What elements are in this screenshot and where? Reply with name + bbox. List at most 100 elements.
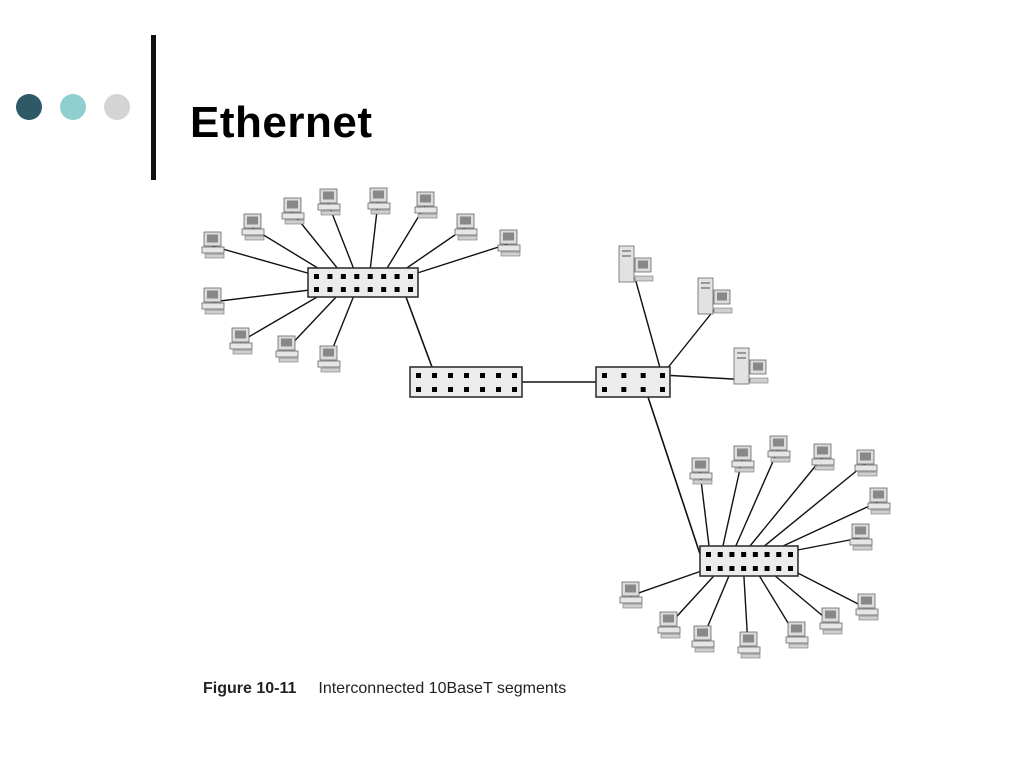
hub-port <box>717 566 723 571</box>
workstation-icon <box>201 287 225 315</box>
hub-port <box>381 287 387 292</box>
hub-port <box>776 566 782 571</box>
workstation-icon <box>854 449 878 477</box>
hub-port <box>512 387 517 392</box>
device-link <box>239 288 332 343</box>
hub-port <box>496 373 501 378</box>
hub-right <box>595 366 671 398</box>
hub-port <box>496 387 501 392</box>
hub-port <box>788 566 793 571</box>
hub-port <box>741 566 747 571</box>
hub-port <box>706 552 711 557</box>
device-link <box>661 309 715 376</box>
hub-port <box>448 373 453 378</box>
hub-port <box>788 552 793 557</box>
workstation-icon <box>811 443 835 471</box>
hub-port <box>640 387 646 392</box>
hub-port <box>621 387 627 392</box>
figure-caption: Figure 10-11 Interconnected 10BaseT segme… <box>203 680 566 698</box>
device-link <box>407 243 509 277</box>
workstation-icon <box>229 327 253 355</box>
hub-link <box>647 396 701 555</box>
device-link <box>731 449 779 555</box>
hub-port <box>314 274 319 279</box>
hub-port <box>752 566 758 571</box>
device-link <box>634 277 663 376</box>
hub-port <box>314 287 319 292</box>
device-link <box>720 459 743 555</box>
hub-port <box>660 387 665 392</box>
hub-port <box>327 274 333 279</box>
device-link <box>742 457 823 555</box>
device-link <box>765 567 831 623</box>
workstation-icon <box>657 611 681 639</box>
hub-port <box>640 373 646 378</box>
workstation-icon <box>785 621 809 649</box>
hub-port <box>729 552 735 557</box>
hub-port <box>432 387 437 392</box>
slide-title: Ethernet <box>190 98 373 147</box>
device-link <box>699 471 711 555</box>
device-link <box>629 567 711 597</box>
hub-port <box>621 373 627 378</box>
hub-port <box>416 373 421 378</box>
workstation-icon <box>767 435 791 463</box>
device-link <box>754 463 866 555</box>
workstation-icon <box>819 607 843 635</box>
server-icon <box>697 277 733 315</box>
hub-port <box>464 373 469 378</box>
hub-port <box>354 274 360 279</box>
device-link <box>211 245 319 277</box>
workstation-icon <box>849 523 873 551</box>
hub-center <box>409 366 523 398</box>
hub-port <box>752 552 758 557</box>
workstation-icon <box>281 197 305 225</box>
hub-port <box>327 287 333 292</box>
server-icon <box>733 347 769 385</box>
hub-port <box>764 552 770 557</box>
hub-port <box>381 274 387 279</box>
hub-port <box>340 287 346 292</box>
figure-number: Figure 10-11 <box>203 680 297 697</box>
workstation-icon <box>241 213 265 241</box>
hub-port <box>432 373 437 378</box>
hub-port <box>512 373 517 378</box>
bullet-dot-3 <box>104 94 130 120</box>
workstation-icon <box>275 335 299 363</box>
server-icon <box>618 245 654 283</box>
hub-port <box>480 373 485 378</box>
hub-port <box>408 287 413 292</box>
device-link <box>285 288 345 351</box>
hub-port <box>602 373 607 378</box>
hub-port <box>448 387 453 392</box>
hub-port <box>394 287 400 292</box>
figure-caption-text: Interconnected 10BaseT segments <box>318 680 567 697</box>
workstation-icon <box>497 229 521 257</box>
hub-port <box>729 566 735 571</box>
hub-port <box>464 387 469 392</box>
hub-link <box>405 296 433 368</box>
workstation-icon <box>867 487 891 515</box>
workstation-icon <box>317 345 341 373</box>
workstation-icon <box>367 187 391 215</box>
hub-port <box>340 274 346 279</box>
workstation-icon <box>737 631 761 659</box>
bullet-dot-2 <box>60 94 86 120</box>
workstation-icon <box>414 191 438 219</box>
workstation-icon <box>689 457 713 485</box>
hub-port <box>367 274 373 279</box>
workstation-icon <box>731 445 755 473</box>
hub-port <box>394 274 400 279</box>
title-divider <box>151 35 156 180</box>
hub-port <box>741 552 747 557</box>
hub-port <box>354 287 360 292</box>
hub-port <box>717 552 723 557</box>
hub-port <box>764 566 770 571</box>
hub-port <box>416 387 421 392</box>
device-link <box>211 288 319 303</box>
hub-port <box>367 287 373 292</box>
workstation-icon <box>317 188 341 216</box>
hub-port <box>602 387 607 392</box>
workstation-icon <box>855 593 879 621</box>
